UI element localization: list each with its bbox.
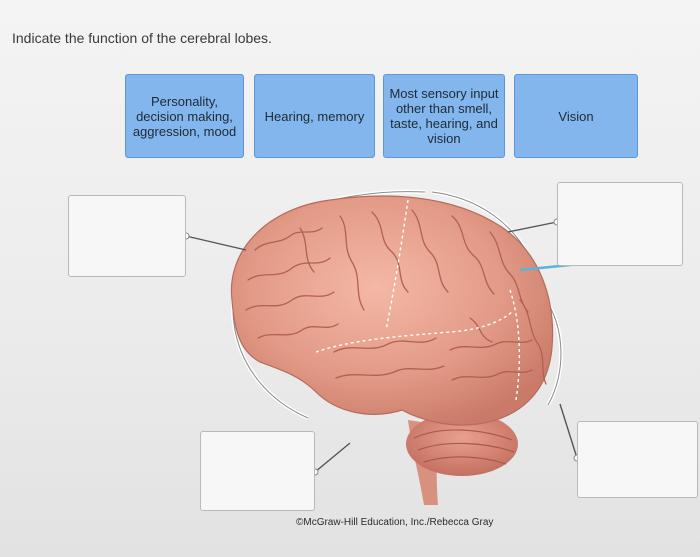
leader-line-temporal [314, 442, 351, 473]
label-tile-parietal-text: Most sensory input other than smell, tas… [389, 86, 499, 146]
drop-target-frontal[interactable] [68, 195, 186, 277]
label-tile-occipital[interactable]: Vision [514, 74, 638, 158]
lobe-boundaries [315, 199, 521, 401]
label-tile-frontal-text: Personality, decision making, aggression… [132, 93, 237, 139]
cerebrum-shape [230, 195, 554, 426]
label-tile-temporal[interactable]: Hearing, memory [254, 74, 375, 158]
gyri-texture [245, 209, 547, 385]
label-tile-frontal[interactable]: Personality, decision making, aggression… [125, 74, 244, 158]
leader-line-frontal [185, 235, 247, 251]
image-credit: ©McGraw-Hill Education, Inc./Rebecca Gra… [296, 517, 494, 528]
label-tile-temporal-text: Hearing, memory [264, 108, 365, 124]
drop-target-temporal[interactable] [200, 431, 315, 511]
drop-target-parietal[interactable] [557, 182, 683, 266]
label-tile-occipital-text: Vision [558, 108, 594, 124]
label-tile-parietal[interactable]: Most sensory input other than smell, tas… [383, 74, 505, 158]
leader-line-occipital [559, 403, 578, 459]
drop-target-occipital[interactable] [577, 421, 698, 498]
leader-line-parietal [507, 221, 558, 233]
question-text: Indicate the function of the cerebral lo… [12, 30, 272, 46]
